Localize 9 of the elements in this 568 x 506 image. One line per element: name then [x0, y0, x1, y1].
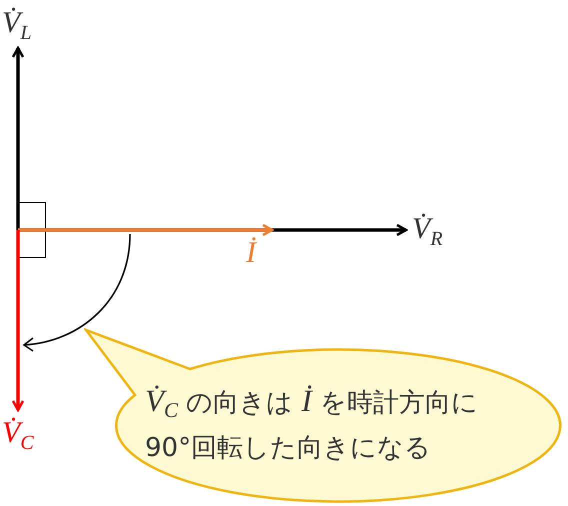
phasor-arrow — [12, 46, 24, 230]
phasor-label: V̇$_{C}$ — [2, 416, 34, 456]
phasor-label: İ — [246, 236, 256, 270]
callout-text: V̇$_{C}$ の向きは İ を時計方向に 90°回転した向きになる — [145, 382, 480, 466]
phasor-arrow — [18, 224, 274, 236]
right-angle-mark — [18, 202, 46, 258]
phasor-label: V̇$_{R}$ — [412, 212, 443, 252]
phasor-label: V̇$_{L}$ — [2, 6, 32, 46]
phasor-arrow — [12, 230, 24, 412]
